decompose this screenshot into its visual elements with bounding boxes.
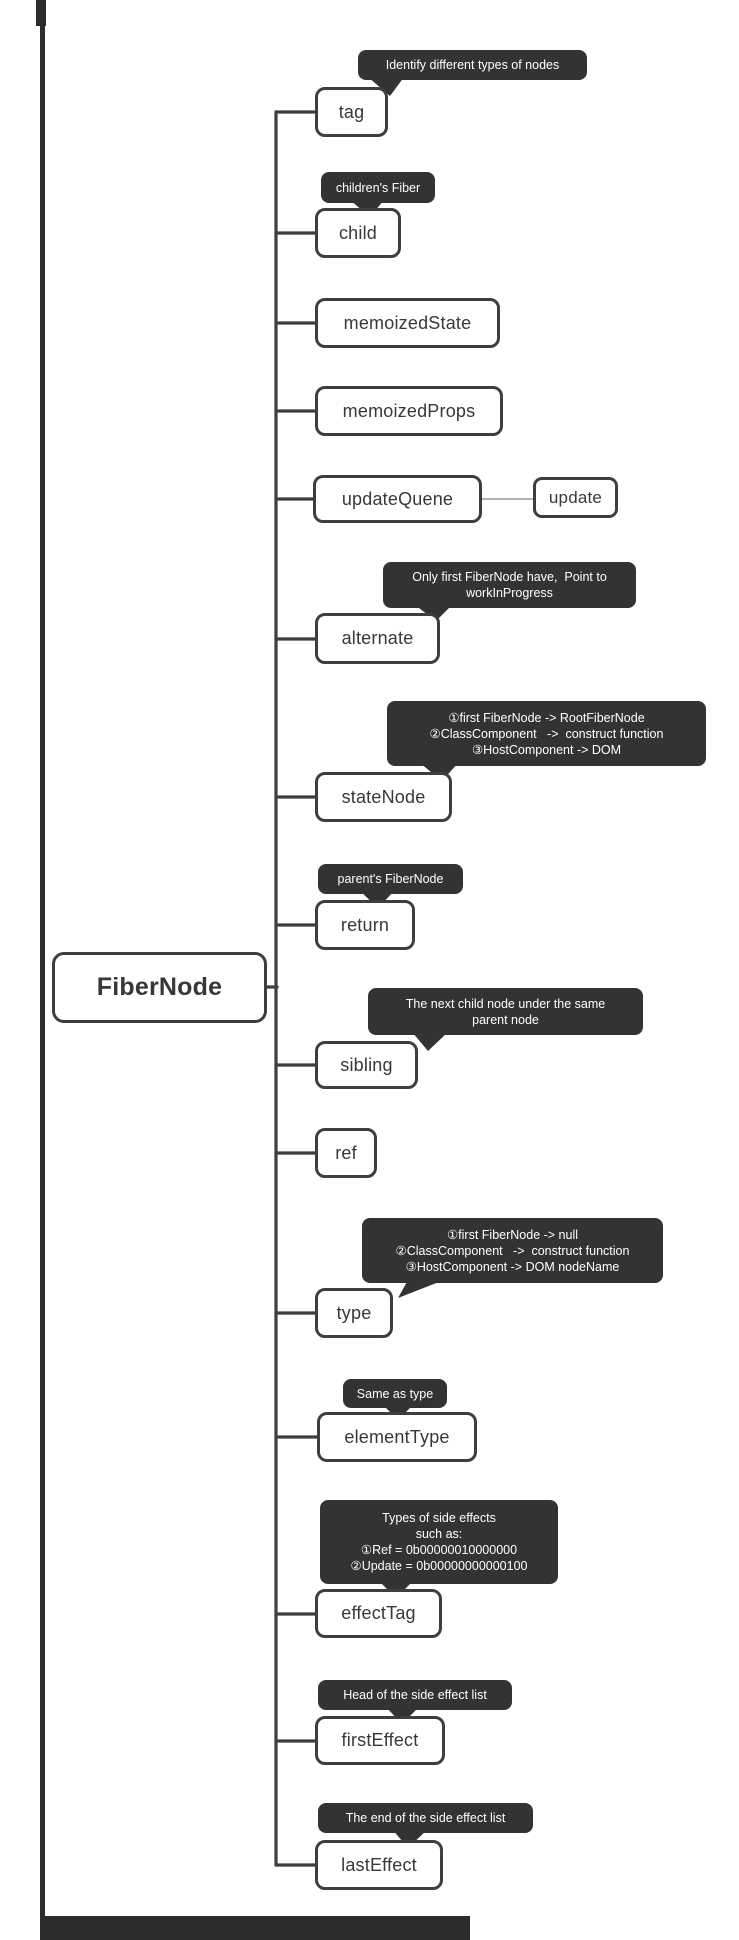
tooltip-lastEffect: The end of the side effect list [318,1803,533,1833]
tooltip-line: ②ClassComponent -> construct function [395,1243,630,1258]
tooltip-line: ②ClassComponent -> construct function [429,726,664,741]
tooltip-firstEffect: Head of the side effect list [318,1680,512,1710]
tooltip-line: ①first FiberNode -> null [446,1227,579,1242]
tooltip-line: Identify different types of nodes [385,58,560,72]
node-firstEffect[interactable]: firstEffect [315,1716,445,1765]
node-return[interactable]: return [315,900,415,950]
tooltip-line: parent node [472,1012,539,1027]
tooltip-line: ①Ref = 0b00000010000000 [360,1543,518,1557]
node-fibernode[interactable]: FiberNode [52,952,267,1023]
node-sibling[interactable]: sibling [315,1041,418,1089]
tooltip-line: ①first FiberNode -> RootFiberNode [448,710,645,725]
node-memoizedProps[interactable]: memoizedProps [315,386,503,436]
tooltip-line: parent's FiberNode [337,872,444,886]
tooltip-line: ③HostComponent -> DOM nodeName [405,1259,620,1274]
tooltip-elementType: Same as type [343,1379,447,1408]
node-type[interactable]: type [315,1288,393,1338]
node-ref[interactable]: ref [315,1128,377,1178]
node-alternate[interactable]: alternate [315,613,440,664]
node-stateNode[interactable]: stateNode [315,772,452,822]
tooltip-line: such as: [415,1527,463,1541]
node-memoizedState[interactable]: memoizedState [315,298,500,348]
node-update[interactable]: update [533,477,618,518]
tooltip-line: Types of side effects [382,1511,496,1525]
tooltip-line: children's Fiber [335,180,421,195]
node-child[interactable]: child [315,208,401,258]
node-updateQuene[interactable]: updateQuene [313,475,482,523]
tooltip-return: parent's FiberNode [318,864,463,894]
tooltip-line: Only first FiberNode have, Point to [412,570,607,584]
screen-edge-artifact-left [40,0,45,1940]
tooltip-tag: Identify different types of nodes [358,50,587,80]
screen-edge-artifact-bottom [40,1916,470,1940]
tooltip-line: The end of the side effect list [345,1811,506,1825]
tooltip-line: workInProgress [466,586,553,600]
tooltip-alternate: Only first FiberNode have, Point to workI… [383,562,636,608]
tooltip-line: The next child node under the same [405,996,606,1011]
tooltip-line: Same as type [356,1386,434,1401]
tooltip-child: children's Fiber [321,172,435,203]
node-elementType[interactable]: elementType [317,1412,477,1462]
tooltip-line: ②Update = 0b00000000000100 [350,1559,528,1573]
screen-edge-artifact-corner [36,0,46,26]
tooltip-line: Head of the side effect list [343,1688,487,1702]
node-tag[interactable]: tag [315,87,388,137]
tooltip-line: ③HostComponent -> DOM [471,742,622,757]
node-effectTag[interactable]: effectTag [315,1589,442,1638]
node-lastEffect[interactable]: lastEffect [315,1840,443,1890]
tooltip-effectTag: Types of side effects such as: ①Ref = 0b00… [320,1500,558,1584]
